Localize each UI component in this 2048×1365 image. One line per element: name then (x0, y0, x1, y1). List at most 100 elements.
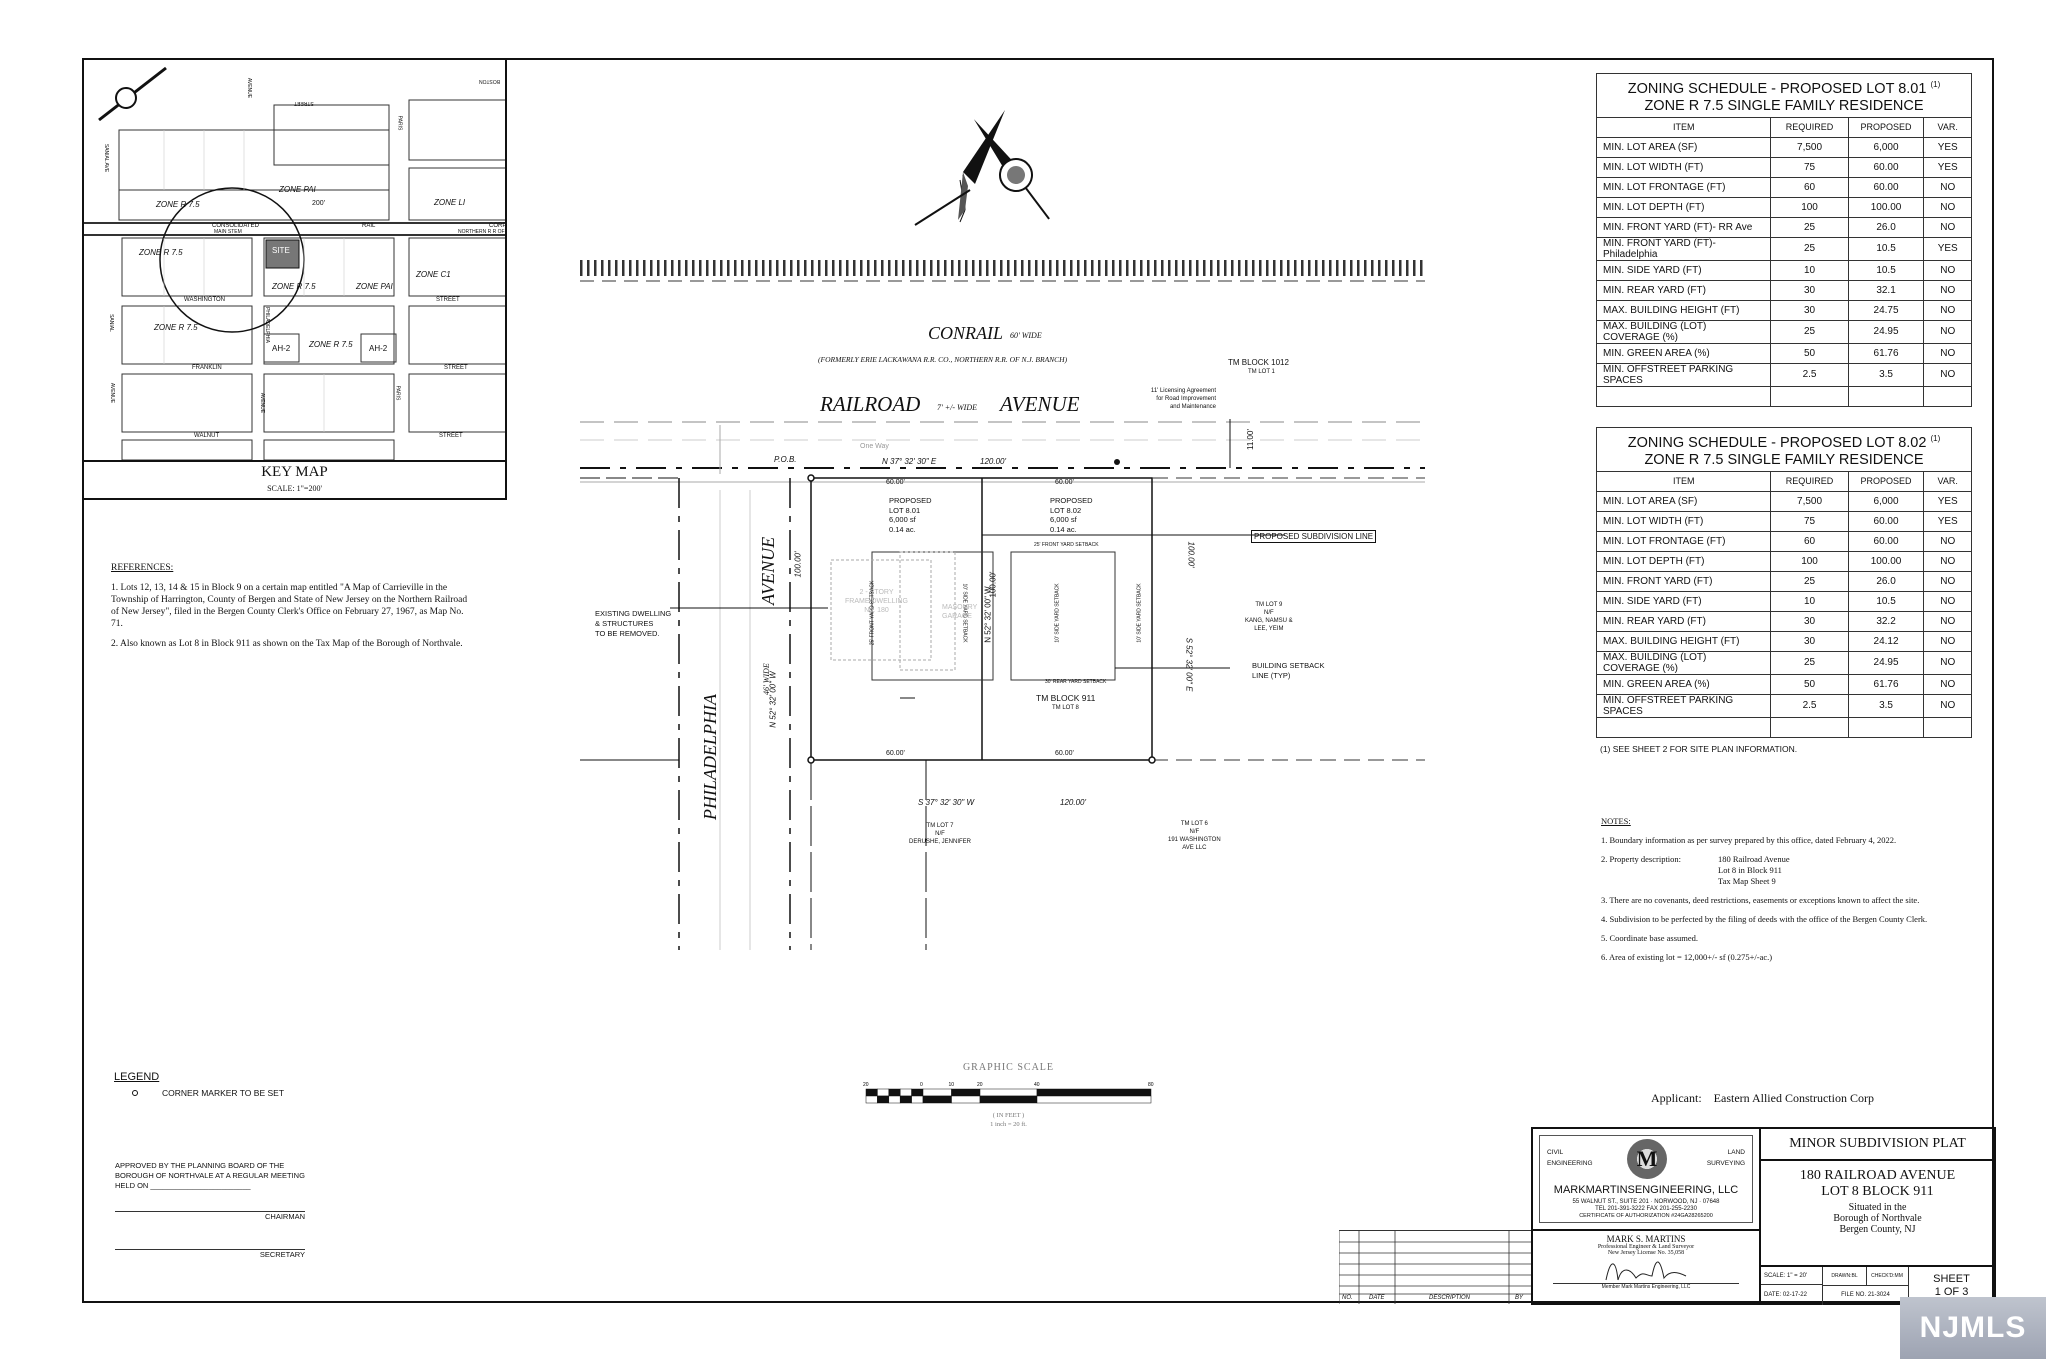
table-cell: 7,500 (1770, 490, 1849, 512)
adjacent-lot-line: 191 WASHINGTON (1168, 837, 1221, 843)
adjacent-lot-line: N/F (1189, 829, 1200, 835)
rail-tie (944, 260, 947, 276)
existing-dwelling-line: No. 180 (864, 607, 889, 614)
rail-tie (692, 260, 695, 276)
table-cell: MIN. LOT AREA (SF) (1595, 136, 1772, 158)
zone-label: ZONE R 7.5 (139, 248, 183, 257)
rail-tie (1224, 260, 1227, 276)
bearing-label: S 52° 32' 00" E (1184, 637, 1194, 692)
rail-tie (1266, 260, 1269, 276)
firm-contact: 55 WALNUT ST., SUITE 201 · NORWOOD, NJ ·… (1533, 1199, 1759, 1220)
rail-tie (1070, 260, 1073, 276)
table-cell: 100.00 (1847, 550, 1925, 572)
chairman-signature-line: CHAIRMAN (115, 1211, 305, 1222)
rail-tie (1343, 260, 1346, 276)
table-cell: MIN. LOT FRONTAGE (FT) (1595, 530, 1772, 552)
rail-tie (832, 260, 835, 276)
rail-tie (1273, 260, 1276, 276)
key-map-block (408, 373, 505, 433)
checked-by: CHECK'D:MM (1866, 1267, 1909, 1286)
rail-tie (1000, 260, 1003, 276)
rail-tie (594, 260, 597, 276)
rail-tie (1126, 260, 1129, 276)
rail-tie (734, 260, 737, 276)
rail-tie (867, 260, 870, 276)
table-cell: NO (1923, 693, 1972, 718)
engineer-license: New Jersey License No. 35,058 (1607, 1250, 1685, 1256)
scale-segment (951, 1088, 981, 1097)
firm-name: MARKMARTINSENGINEERING, LLC (1553, 1184, 1739, 1196)
rail-tie (755, 260, 758, 276)
property-description-line: 180 Railroad Avenue (1718, 854, 1790, 864)
table-cell: 24.12 (1847, 630, 1925, 652)
note-item: 4. Subdivision to be perfected by the fi… (1601, 914, 1928, 924)
table-cell: NO (1923, 342, 1972, 364)
scale-tick-label: 20 (863, 1082, 869, 1088)
rail-tie (720, 260, 723, 276)
setback-label: 30' REAR YARD SETBACK (1045, 679, 1107, 685)
table-cell: 6,000 (1847, 136, 1925, 158)
drawing-frame (82, 58, 1994, 1303)
table-cell: MIN. LOT AREA (SF) (1595, 490, 1772, 512)
footnote-mark: (1) (1930, 80, 1941, 89)
table-cell: 30 (1770, 630, 1849, 652)
zone-label: AH-2 (369, 344, 388, 353)
rail-tie (1175, 260, 1178, 276)
callout-line: TO BE REMOVED. (595, 629, 660, 638)
rail-tie (1399, 260, 1402, 276)
north-arrow-icon (914, 110, 1005, 226)
rail-tie (1364, 260, 1367, 276)
column-header: VAR. (1923, 116, 1972, 138)
rail-tie (601, 260, 604, 276)
engineer-panel: MARK S. MARTINS Professional Engineer & … (1533, 1231, 1761, 1303)
table-cell: 50 (1770, 342, 1849, 364)
engineer-signature (1605, 1261, 1687, 1281)
setback-label: 10' SIDE YARD SETBACK (1136, 583, 1143, 643)
adjacent-lot-line: LEE, YEIM (1254, 626, 1284, 632)
firm-phone: TEL 201-391-3222 FAX 201-255-2230 (1595, 1206, 1697, 1212)
key-map-site (265, 239, 300, 269)
rail-tie (1217, 260, 1220, 276)
approval-text: BOROUGH OF NORTHVALE AT A REGULAR MEETIN… (115, 1171, 305, 1180)
lot-801-line: PROPOSED (889, 496, 932, 505)
rail-tie (1385, 260, 1388, 276)
table-cell: NO (1923, 216, 1972, 238)
rail-tie (1329, 260, 1332, 276)
table-cell: MIN. LOT DEPTH (FT) (1595, 196, 1772, 218)
table-cell: 60 (1770, 530, 1849, 552)
table-cell: MIN. REAR YARD (FT) (1595, 279, 1772, 301)
rail-tie (1336, 260, 1339, 276)
table-cell: 100 (1770, 196, 1849, 218)
callout-line: EXISTING DWELLING (595, 609, 672, 618)
table-cell: 3.5 (1847, 362, 1925, 387)
sheet-date: DATE: 02-17-22 (1761, 1285, 1823, 1305)
street-label: CONSOLIDATED (212, 223, 259, 229)
rail-tie (1210, 260, 1213, 276)
street-label: AVENUE (259, 392, 266, 414)
table-cell: 2.5 (1770, 693, 1849, 718)
scale-tick-label: 40 (1034, 1082, 1040, 1088)
table-cell: MAX. BUILDING HEIGHT (FT) (1595, 299, 1772, 321)
scale-tick-label: 10 (949, 1082, 955, 1088)
sheet-scale: SCALE: 1" = 20' (1761, 1267, 1823, 1285)
project-description: 180 RAILROAD AVENUE LOT 8 BLOCK 911 Situ… (1761, 1161, 1994, 1235)
key-map-title: KEY MAP (261, 464, 328, 480)
column-header: VAR. (1923, 470, 1972, 492)
